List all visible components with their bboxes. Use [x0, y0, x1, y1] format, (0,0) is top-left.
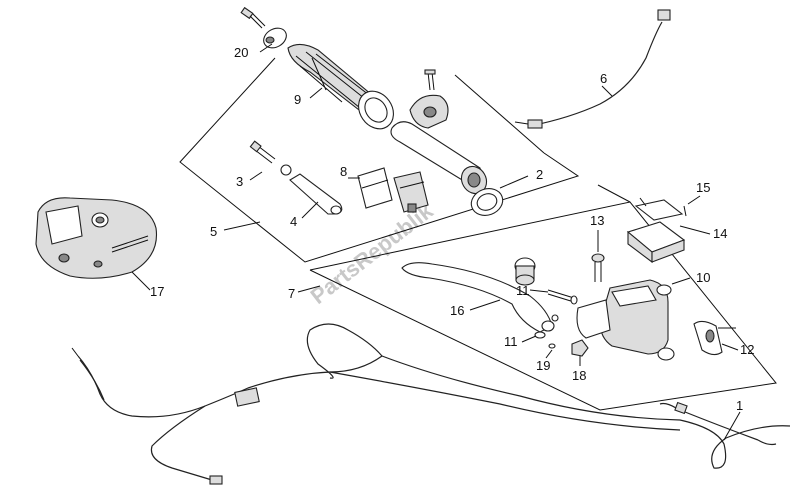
callout-9: 9	[294, 92, 301, 107]
callout-16: 16	[450, 303, 464, 318]
brake-switch-cable-part	[71, 323, 791, 485]
pivot-pin-part	[547, 289, 578, 305]
callout-11-upper: 11	[516, 283, 530, 298]
bar-end-cap-part	[263, 27, 287, 49]
group-outline-grip-top	[454, 74, 545, 154]
switch-clamp-part	[357, 167, 429, 213]
callout-11-lower: 11	[504, 334, 518, 349]
callout-3: 3	[236, 174, 243, 189]
rubber-boot-part	[289, 173, 343, 215]
pivot-nut-part	[571, 339, 589, 357]
reservoir-screws-part	[639, 197, 687, 217]
bar-end-bolt-part	[240, 6, 266, 29]
brake-lever-part	[401, 262, 555, 333]
reservoir-cap-part	[626, 199, 686, 264]
rubber-ring-part	[470, 188, 504, 216]
small-washer-part	[548, 343, 556, 349]
master-cylinder-part	[576, 279, 675, 361]
callout-14: 14	[713, 226, 727, 241]
group-outline-lever	[309, 201, 777, 411]
hand-grip-part	[287, 43, 394, 130]
throttle-housing-cap-part	[409, 94, 449, 129]
callout-13: 13	[590, 213, 604, 228]
throttle-screw-part	[424, 69, 436, 91]
callout-12: 12	[740, 342, 754, 357]
group-outline-grip	[179, 57, 580, 263]
cable-right-connector	[659, 401, 777, 446]
lever-bushing-part	[514, 257, 536, 286]
callout-10: 10	[696, 270, 710, 285]
lever-washer-part	[534, 314, 559, 339]
callout-1: 1	[736, 398, 743, 413]
grip-screw-part	[249, 140, 292, 176]
callout-2: 2	[536, 167, 543, 182]
group-outline-lever-tail	[597, 184, 631, 203]
callout-8: 8	[340, 164, 347, 179]
callout-18: 18	[572, 368, 586, 383]
callout-20: 20	[234, 45, 248, 60]
callout-15: 15	[696, 180, 710, 195]
callout-5: 5	[210, 224, 217, 239]
callout-6: 6	[600, 71, 607, 86]
callout-19: 19	[536, 358, 550, 373]
callout-7: 7	[288, 286, 295, 301]
switch-cable-part	[514, 9, 671, 129]
callout-labels: 20 9 6 2 8 3 4 5 15 14 13 10 17 7 11 16 …	[150, 45, 754, 413]
reservoir-screw-part	[591, 253, 605, 282]
leader-lines	[131, 43, 741, 441]
callout-17: 17	[150, 284, 164, 299]
handlebar-clamp-part	[693, 320, 736, 356]
watermark-text: PartsRepublik	[306, 198, 439, 309]
throttle-tube-part	[390, 121, 488, 195]
callout-4: 4	[290, 214, 297, 229]
brake-master-housing-part	[35, 197, 158, 279]
